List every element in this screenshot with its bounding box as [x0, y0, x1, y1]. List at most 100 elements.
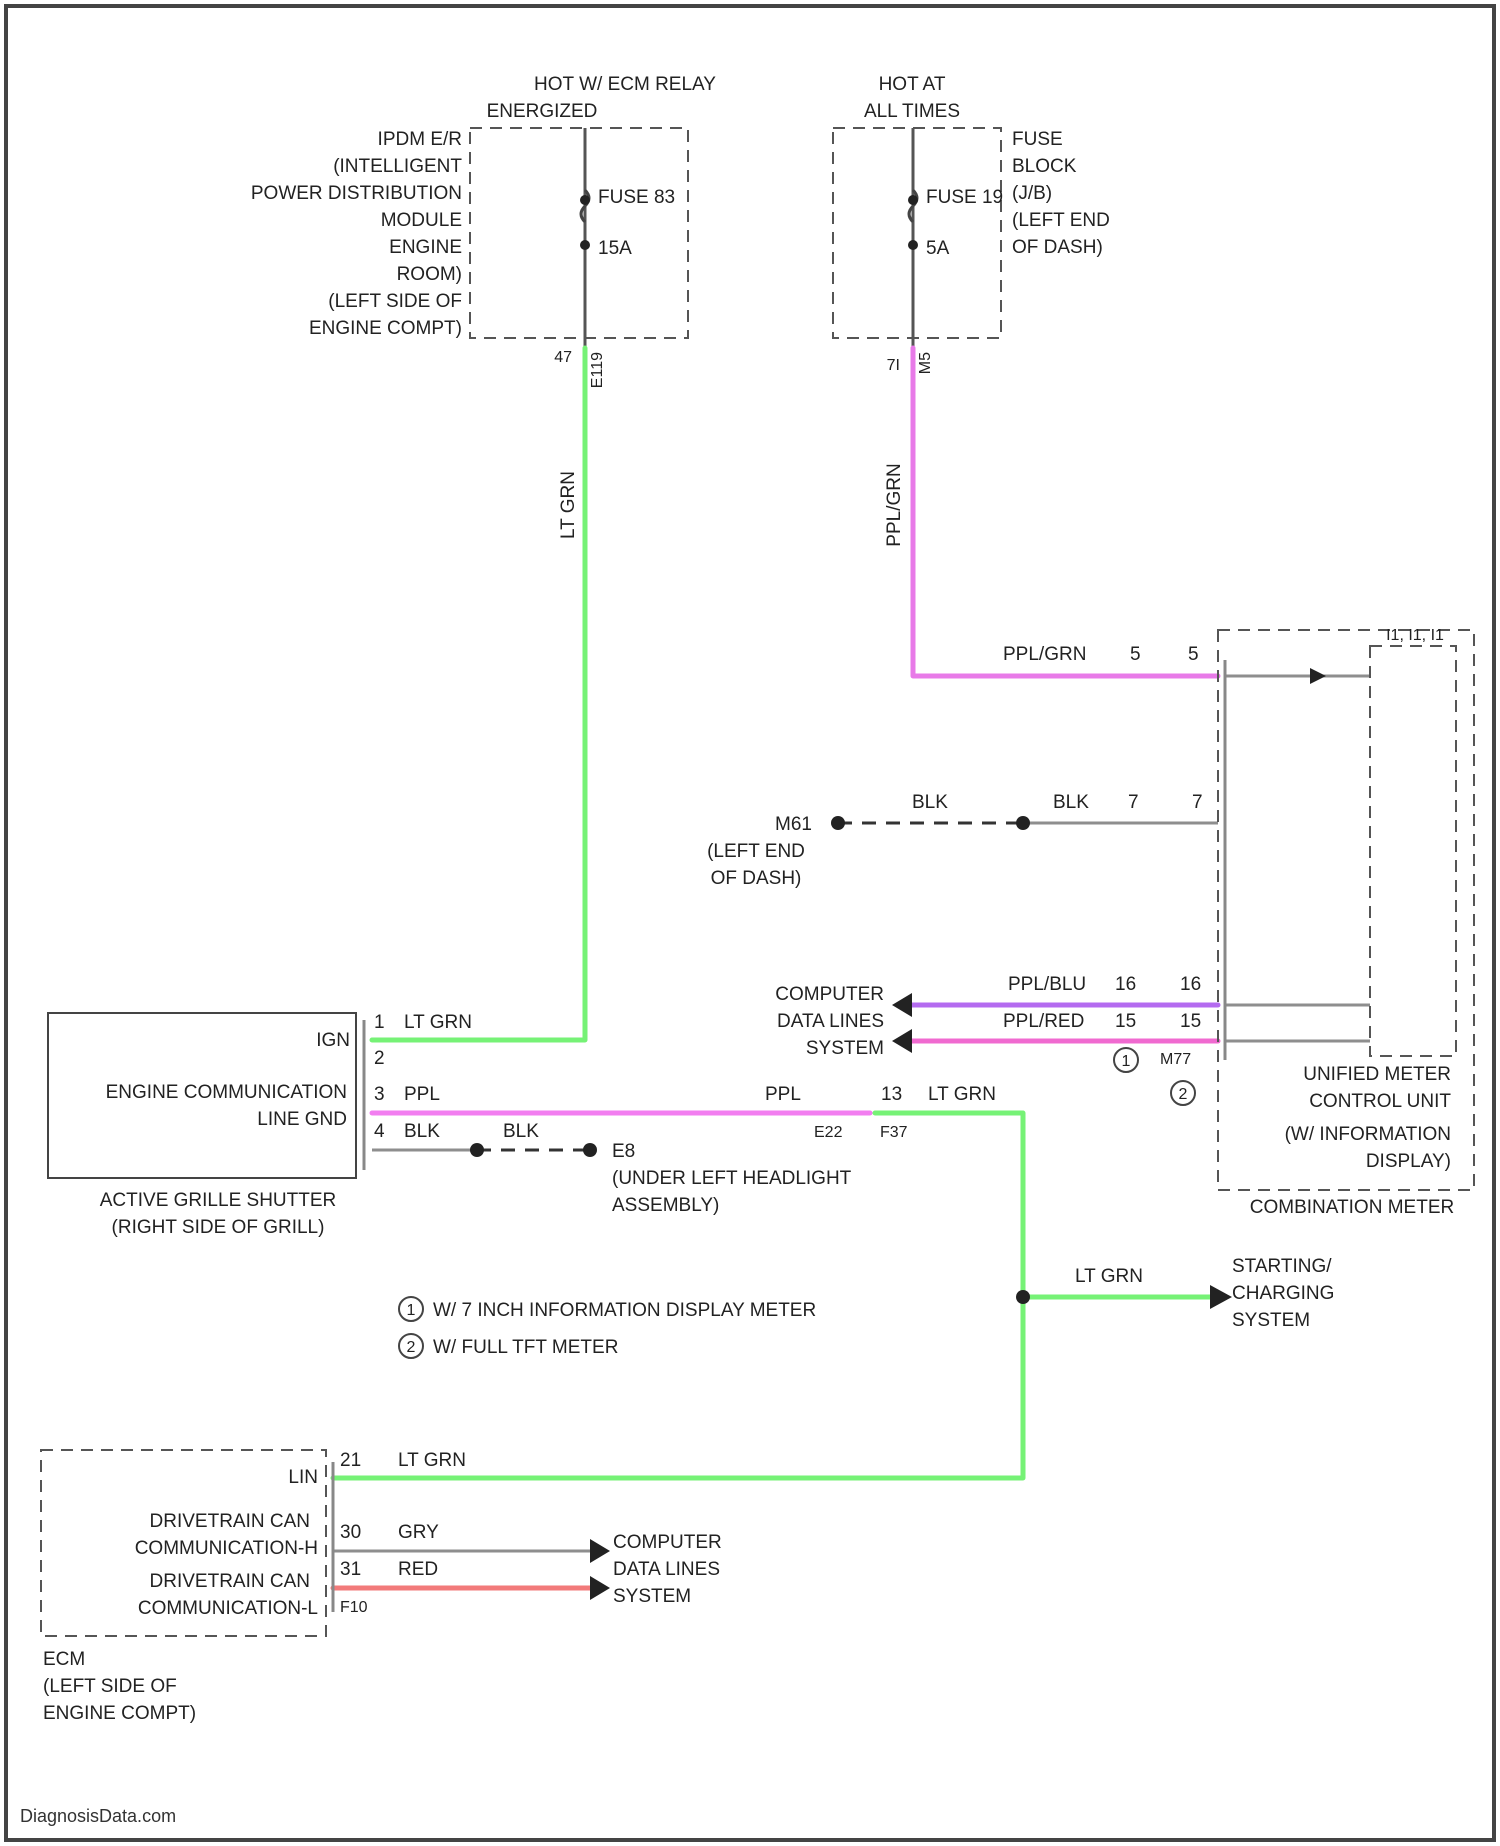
meter-pin-7b: 7 [1192, 792, 1203, 813]
fuse-83-name: FUSE 83 [598, 187, 675, 208]
ground-e8-dot [583, 1143, 597, 1157]
shutter-pin-13: 13 [881, 1084, 902, 1105]
ground-m61-dot [831, 816, 845, 830]
shutter-caption-1: ACTIVE GRILLE SHUTTER [100, 1190, 337, 1211]
splice-lt-grn [1016, 1290, 1030, 1304]
meter-cdl-3: SYSTEM [806, 1038, 884, 1059]
shutter-title-1: ENGINE COMMUNICATION [106, 1082, 347, 1103]
meter-blk-b: BLK [1053, 792, 1089, 813]
meter-pin-16a: 16 [1115, 974, 1136, 995]
meter-unit-2: CONTROL UNIT [1309, 1091, 1451, 1112]
shutter-ign: IGN [316, 1030, 350, 1051]
meter-unit-3: (W/ INFORMATION [1285, 1124, 1451, 1145]
watermark: DiagnosisData.com [20, 1806, 176, 1826]
shutter-pin-4-wire: BLK [404, 1121, 440, 1142]
fuse-block-pin: 7I [887, 357, 900, 374]
meter-ppl-blu-label: PPL/BLU [1008, 974, 1086, 995]
ground-m61-label: M61 [775, 814, 812, 835]
ground-m61-loc-1: (LEFT END [707, 841, 805, 862]
ecm-lin-wire: LT GRN [398, 1450, 466, 1471]
shutter-caption-2: (RIGHT SIDE OF GRILL) [112, 1217, 325, 1238]
splice-blk-meter [1016, 816, 1030, 830]
shutter-conn-left: E22 [814, 1124, 843, 1141]
fuse-19-name: FUSE 19 [926, 187, 1003, 208]
shutter-lt-grn-right: LT GRN [928, 1084, 996, 1105]
meter-pin-16b: 16 [1180, 974, 1201, 995]
fuse-block-connector: M5 [917, 352, 934, 374]
ecm-canh-wire: GRY [398, 1522, 439, 1543]
meter-connector: M77 [1160, 1051, 1191, 1068]
meter-marker-1: 1 [1122, 1053, 1131, 1070]
ipdm-label-line: ENGINE COMPT) [309, 318, 462, 339]
ecm-cdl-2: DATA LINES [613, 1559, 720, 1580]
shutter-pin-3-wire: PPL [404, 1084, 440, 1105]
shutter-pin-3: 3 [374, 1084, 385, 1105]
ipdm-label-line: IPDM E/R [378, 129, 462, 150]
ecm-canh-2: COMMUNICATION-H [135, 1538, 318, 1559]
fuse-83-rating: 15A [598, 238, 632, 259]
ipdm-label-line: ENGINE [389, 237, 462, 258]
legend-marker-1: 1 [407, 1302, 416, 1319]
ipdm-label-line: ROOM) [397, 264, 462, 285]
shutter-ppl-right: PPL [765, 1084, 801, 1105]
label-ppl-grn-vertical: PPL/GRN [884, 463, 905, 546]
meter-pin-15a: 15 [1115, 1011, 1136, 1032]
ipdm-pin: 47 [554, 349, 572, 366]
ipdm-label-line: POWER DISTRIBUTION [251, 183, 462, 204]
starting-line-1: STARTING/ [1232, 1256, 1332, 1277]
meter-unit-1: UNIFIED METER [1303, 1064, 1451, 1085]
ipdm-header-1: HOT W/ ECM RELAY [534, 74, 716, 95]
meter-pin-5a: 5 [1130, 644, 1141, 665]
shutter-pin-2: 2 [374, 1048, 385, 1069]
ground-e8-label: E8 [612, 1141, 635, 1162]
legend-text-1: W/ 7 INCH INFORMATION DISPLAY METER [433, 1300, 816, 1321]
starting-line-2: CHARGING [1232, 1283, 1334, 1304]
ipdm-label-line: (INTELLIGENT [333, 156, 462, 177]
fuse-block-label-line: FUSE [1012, 129, 1063, 150]
label-lt-grn-vertical: LT GRN [558, 471, 579, 539]
fuse-block-label-line: BLOCK [1012, 156, 1077, 177]
shutter-conn-right: F37 [880, 1124, 908, 1141]
meter-ppl-grn-label: PPL/GRN [1003, 644, 1086, 665]
fuse-19-node [908, 195, 918, 205]
fuse-block-label-line: (LEFT END [1012, 210, 1110, 231]
fuse-19-node-2 [908, 240, 918, 250]
shutter-pin-1: 1 [374, 1012, 385, 1033]
ecm-canh-1: DRIVETRAIN CAN [150, 1511, 310, 1532]
meter-footer: COMBINATION METER [1250, 1197, 1454, 1218]
fuse-block-header-2: ALL TIMES [864, 101, 960, 122]
ecm-title-2: (LEFT SIDE OF [43, 1676, 177, 1697]
meter-pin-7a: 7 [1128, 792, 1139, 813]
ecm-lin-label: LIN [288, 1467, 318, 1488]
ipdm-header-2: ENERGIZED [487, 101, 598, 122]
shutter-pin-1-wire: LT GRN [404, 1012, 472, 1033]
ecm-cdl-1: COMPUTER [613, 1532, 722, 1553]
ecm-connector: F10 [340, 1599, 368, 1616]
legend-marker-2: 2 [407, 1339, 416, 1356]
ground-m61-loc-2: OF DASH) [711, 868, 802, 889]
fuse-block-label-line: (J/B) [1012, 183, 1052, 204]
starting-line-3: SYSTEM [1232, 1310, 1310, 1331]
starting-wire-label: LT GRN [1075, 1266, 1143, 1287]
meter-cdl-2: DATA LINES [777, 1011, 884, 1032]
meter-top-pins: I1, I1, I1 [1386, 627, 1444, 644]
meter-pin-15b: 15 [1180, 1011, 1201, 1032]
fuse-block-label-line: OF DASH) [1012, 237, 1103, 258]
ecm-canl-wire: RED [398, 1559, 438, 1580]
meter-marker-2: 2 [1179, 1086, 1188, 1103]
meter-unit-4: DISPLAY) [1366, 1151, 1451, 1172]
fuse-block-header-1: HOT AT [879, 74, 946, 95]
ecm-canl-1: DRIVETRAIN CAN [150, 1571, 310, 1592]
ipdm-label-line: MODULE [381, 210, 462, 231]
ecm-canl-2: COMMUNICATION-L [138, 1598, 318, 1619]
ecm-title-1: ECM [43, 1649, 85, 1670]
ecm-pin-lin: 21 [340, 1450, 361, 1471]
fuse-83-node-2 [580, 240, 590, 250]
ground-e8-loc-2: ASSEMBLY) [612, 1195, 719, 1216]
fuse-19-rating: 5A [926, 238, 950, 259]
ecm-pin-canl: 31 [340, 1559, 361, 1580]
ecm-cdl-3: SYSTEM [613, 1586, 691, 1607]
ecm-title-3: ENGINE COMPT) [43, 1703, 196, 1724]
meter-ppl-red-label: PPL/RED [1003, 1011, 1084, 1032]
